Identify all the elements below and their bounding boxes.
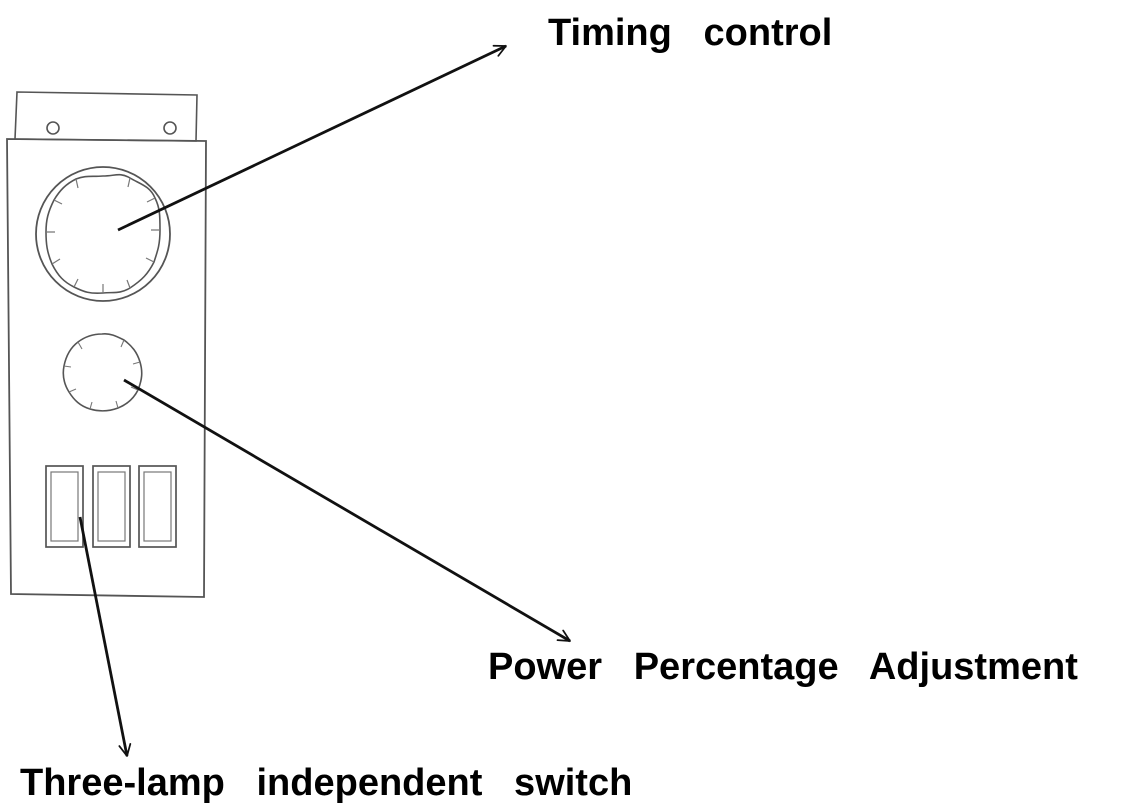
power-percentage-arrow: [123, 378, 571, 643]
three-lamp-switches: [45, 465, 177, 548]
lamp-switch-1: [45, 465, 84, 548]
timing-control-arrow: [117, 44, 507, 232]
power-percentage-label: Power Percentage Adjustment: [488, 646, 1078, 688]
lamp-switch-3: [138, 465, 177, 548]
timing-control-label: Timing control: [548, 12, 833, 54]
control-panel-body: [6, 138, 207, 598]
timing-control-knob: [35, 166, 171, 302]
power-percentage-knob: [62, 333, 143, 412]
mounting-hole-right: [163, 121, 177, 135]
mounting-bracket: [14, 91, 198, 142]
lamp-switch-2: [92, 465, 131, 548]
lamp-switch-label: Three-lamp independent switch: [20, 762, 633, 804]
mounting-hole-left: [46, 121, 60, 135]
lamp-switch-arrow: [78, 516, 132, 757]
